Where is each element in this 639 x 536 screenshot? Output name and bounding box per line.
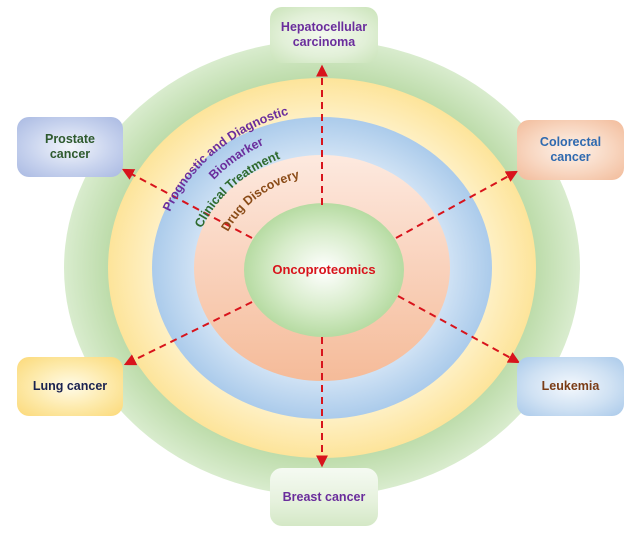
leukemia-box: Leukemia <box>517 357 624 416</box>
colorectal-cancer-box: Colorectal cancer <box>517 120 624 180</box>
oncoproteomics-label: Oncoproteomics <box>272 262 375 277</box>
prostate-cancer-box: Prostate cancer <box>17 117 123 177</box>
hepatocellular-carcinoma-box: Hepatocellular carcinoma <box>270 7 378 63</box>
arrow-prostate <box>121 168 253 239</box>
arrow-colorectal <box>395 170 519 239</box>
leukemia-label: Leukemia <box>541 379 600 393</box>
arrow-leukemia <box>397 295 521 364</box>
hepatocellular-carcinoma-label: Hepatocellular carcinoma <box>280 20 368 49</box>
lung-cancer-box: Lung cancer <box>17 357 123 416</box>
prostate-cancer-label: Prostate cancer <box>44 132 96 161</box>
oncoproteomics-core <box>244 203 404 337</box>
colorectal-cancer-label: Colorectal cancer <box>539 135 602 164</box>
lung-cancer-label: Lung cancer <box>32 379 108 393</box>
breast-cancer-box: Breast cancer <box>270 468 378 526</box>
breast-cancer-label: Breast cancer <box>282 489 366 504</box>
